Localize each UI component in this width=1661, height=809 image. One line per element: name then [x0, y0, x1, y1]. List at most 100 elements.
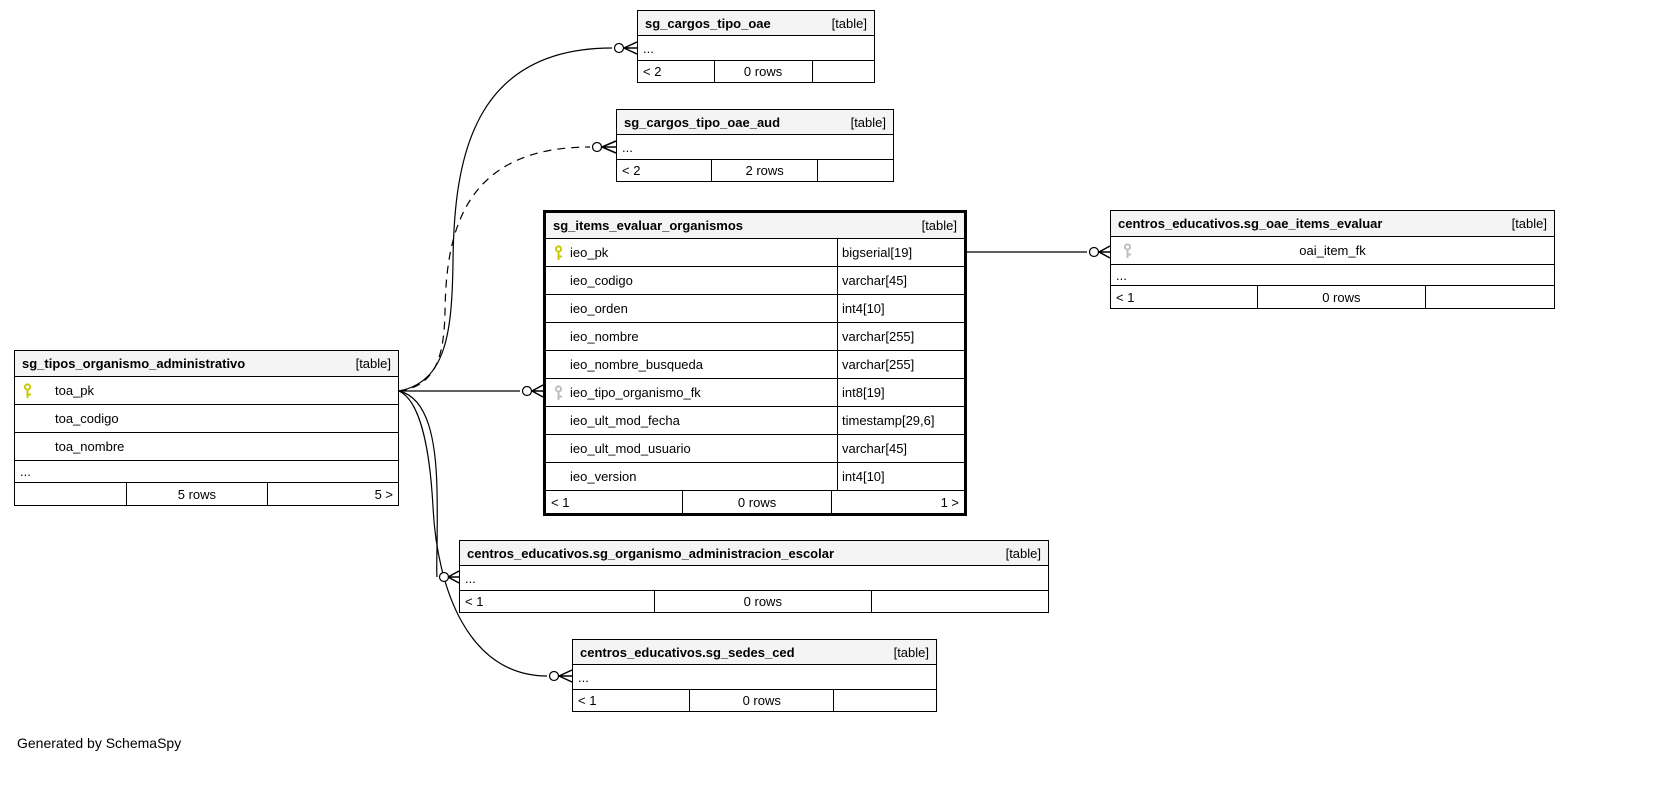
footer-row-count: 2 rows [710, 160, 819, 181]
table-footer: < 2 0 rows [638, 61, 874, 82]
relation-tipos-to-sedes [398, 390, 548, 677]
footer-row-count: 0 rows [654, 591, 872, 612]
more-columns-row: ... [638, 36, 874, 61]
table-sg-items-evaluar-organismos[interactable]: sg_items_evaluar_organismos [table] ieo_… [543, 210, 967, 516]
column-name: ieo_nombre [570, 329, 639, 344]
column-name: toa_pk [55, 383, 95, 398]
table-badge: [table] [893, 644, 929, 660]
table-title: sg_cargos_tipo_oae [645, 15, 771, 31]
crowfoot-icon [1098, 245, 1111, 259]
crowfoot-icon [531, 384, 544, 398]
footer-related-right [1426, 286, 1554, 308]
column-row[interactable]: ieo_ult_mod_fecha timestamp[29,6] [546, 407, 964, 435]
table-badge: [table] [355, 356, 391, 371]
crowfoot-icon [447, 570, 460, 584]
column-type: varchar[255] [837, 323, 964, 350]
column-name: ieo_codigo [570, 273, 633, 288]
column-row[interactable]: ieo_version int4[10] [546, 463, 964, 491]
zero-circle [613, 42, 625, 54]
table-badge: [table] [921, 218, 957, 233]
footer-related-right: 1 > [940, 494, 959, 510]
crowfoot-icon [601, 140, 617, 154]
column-row[interactable]: toa_pk [15, 377, 398, 405]
table-sg-tipos-organismo-administrativo[interactable]: sg_tipos_organismo_administrativo [table… [14, 350, 399, 506]
column-name: ieo_ult_mod_usuario [570, 441, 691, 456]
generated-by-note: Generated by SchemaSpy [17, 735, 182, 751]
footer-related-left [15, 483, 126, 505]
primary-key-icon [546, 244, 570, 261]
table-sg-cargos-tipo-oae-aud[interactable]: sg_cargos_tipo_oae_aud [table] ... < 2 2… [616, 109, 894, 182]
foreign-key-icon [546, 384, 570, 401]
table-header: sg_cargos_tipo_oae_aud [table] [617, 110, 893, 135]
table-sg-sedes-ced[interactable]: centros_educativos.sg_sedes_ced [table] … [572, 639, 937, 712]
footer-related-left: < 2 [643, 64, 662, 79]
primary-key-icon [15, 382, 39, 399]
column-type: int8[19] [837, 379, 964, 406]
column-type: timestamp[29,6] [837, 407, 964, 434]
column-row[interactable]: ieo_orden int4[10] [546, 295, 964, 323]
table-header: centros_educativos.sg_organismo_administ… [460, 541, 1048, 566]
footer-row-count: 0 rows [713, 61, 813, 82]
relation-tipos-to-oae [398, 390, 438, 578]
footer-related-right [813, 61, 874, 82]
table-sg-oae-items-evaluar[interactable]: centros_educativos.sg_oae_items_evaluar … [1110, 210, 1555, 309]
column-row[interactable]: ieo_tipo_organismo_fk int8[19] [546, 379, 964, 407]
footer-row-count: 0 rows [681, 491, 833, 513]
more-columns-row: ... [617, 135, 893, 160]
table-title: sg_cargos_tipo_oae_aud [624, 114, 781, 130]
table-header: sg_items_evaluar_organismos [table] [546, 213, 964, 239]
column-type: bigserial[19] [837, 239, 964, 266]
column-type: int4[10] [837, 463, 964, 490]
table-header: centros_educativos.sg_sedes_ced [table] [573, 640, 936, 665]
table-title: centros_educativos.sg_sedes_ced [580, 644, 795, 660]
table-badge: [table] [831, 15, 867, 31]
footer-related-right [872, 591, 1048, 612]
table-header: sg_cargos_tipo_oae [table] [638, 11, 874, 36]
more-columns-row: ... [15, 461, 398, 483]
table-footer: < 1 0 rows [1111, 286, 1554, 308]
column-name: ieo_pk [570, 245, 609, 260]
footer-related-left: < 1 [1116, 289, 1135, 305]
table-title: centros_educativos.sg_organismo_administ… [467, 545, 835, 561]
column-name: ieo_ult_mod_fecha [570, 413, 680, 428]
table-footer: < 1 0 rows [573, 690, 936, 711]
footer-related-left: < 2 [622, 163, 641, 178]
more-columns-row: ... [573, 665, 936, 690]
column-type: int4[10] [837, 295, 964, 322]
column-row[interactable]: ieo_nombre varchar[255] [546, 323, 964, 351]
column-type: varchar[255] [837, 351, 964, 378]
crowfoot-icon [558, 669, 573, 683]
column-row[interactable]: ieo_ult_mod_usuario varchar[45] [546, 435, 964, 463]
column-row[interactable]: toa_codigo [15, 405, 398, 433]
table-sg-organismo-administracion-escolar[interactable]: centros_educativos.sg_organismo_administ… [459, 540, 1049, 613]
table-title: centros_educativos.sg_oae_items_evaluar [1118, 216, 1383, 231]
table-title: sg_tipos_organismo_administrativo [22, 356, 246, 371]
footer-related-right: 5 > [374, 486, 393, 502]
column-row[interactable]: toa_nombre [15, 433, 398, 461]
table-footer: < 2 2 rows [617, 160, 893, 181]
table-badge: [table] [1005, 545, 1041, 561]
crowfoot-icon [623, 41, 638, 55]
column-row[interactable]: ieo_codigo varchar[45] [546, 267, 964, 295]
footer-related-left: < 1 [551, 494, 570, 510]
footer-row-count: 5 rows [126, 483, 268, 505]
column-row[interactable]: ieo_nombre_busqueda varchar[255] [546, 351, 964, 379]
column-name: toa_codigo [55, 411, 119, 426]
table-sg-cargos-tipo-oae[interactable]: sg_cargos_tipo_oae [table] ... < 2 0 row… [637, 10, 875, 83]
column-row[interactable]: ieo_pk bigserial[19] [546, 239, 964, 267]
footer-related-right [834, 690, 936, 711]
zero-circle [548, 670, 560, 682]
table-footer: 5 rows 5 > [15, 483, 398, 505]
column-name: toa_nombre [55, 439, 125, 454]
table-badge: [table] [850, 114, 886, 130]
footer-row-count: 0 rows [1257, 286, 1426, 308]
column-type: varchar[45] [837, 267, 964, 294]
table-header: sg_tipos_organismo_administrativo [table… [15, 351, 398, 377]
table-header: centros_educativos.sg_oae_items_evaluar … [1111, 211, 1554, 237]
table-footer: < 1 0 rows [460, 591, 1048, 612]
footer-related-left: < 1 [578, 693, 597, 708]
column-name: ieo_nombre_busqueda [570, 357, 703, 372]
column-row[interactable]: oai_item_fk [1111, 237, 1554, 265]
